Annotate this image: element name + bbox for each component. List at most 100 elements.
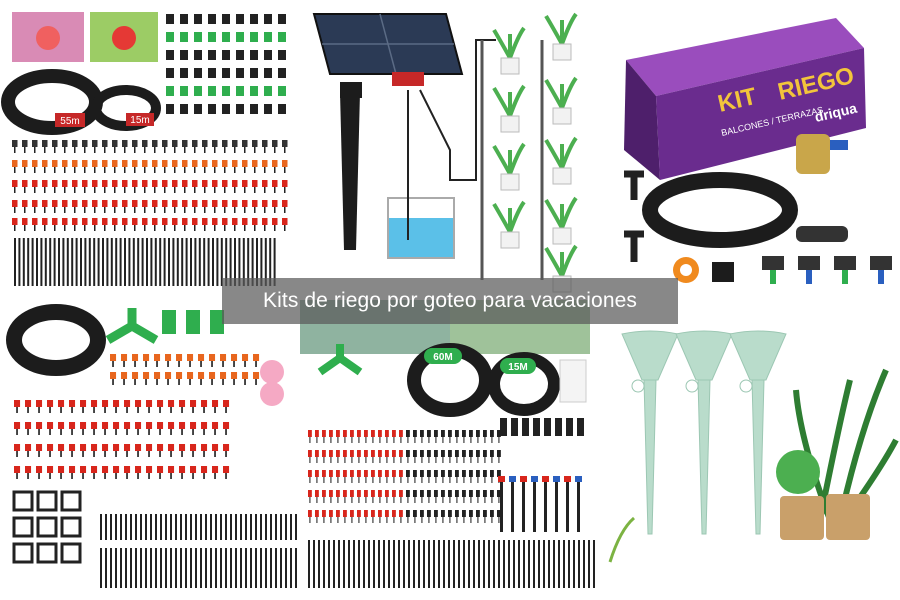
dripper-orange-stem: [123, 361, 125, 367]
tee-connector-head: [420, 450, 424, 457]
tee-connector-stem: [477, 457, 479, 463]
dripper-red-stem: [84, 207, 86, 213]
dripper-red-stem: [115, 473, 117, 479]
dripper-orange-stem: [233, 361, 235, 367]
drip-stake: [368, 540, 370, 588]
tee-connector-stem: [254, 147, 256, 153]
dripper-red-head: [92, 180, 98, 187]
dripper-orange-stem: [145, 361, 147, 367]
product-panel-drip-kit-1[interactable]: 55m 15m: [0, 0, 300, 300]
tee-connector-stem: [449, 477, 451, 483]
tee-connector-head: [172, 140, 178, 147]
drip-stake: [120, 548, 122, 588]
product-panel-watering-spikes[interactable]: [600, 300, 900, 600]
drip-stake: [58, 238, 60, 286]
drip-stake: [498, 540, 500, 588]
tee-connector-stem: [491, 517, 493, 523]
drip-stake: [185, 238, 188, 286]
dripper-red-stem: [386, 497, 388, 503]
tee-connector-stem: [104, 147, 106, 153]
dripper-orange-stem: [200, 379, 202, 385]
product-panel-kit-riego-box[interactable]: KIT RIEGO BALCONES / TERRAZAS driqua: [600, 0, 900, 300]
dripper-red-head: [350, 450, 354, 457]
dripper-orange-head: [72, 160, 78, 167]
tee-connector-stem: [463, 437, 465, 443]
dripper-orange-head: [172, 160, 178, 167]
tee-connector-stem: [442, 497, 444, 503]
white-pot: [552, 43, 572, 61]
fitting: [208, 104, 216, 114]
tee-connector-head: [32, 140, 38, 147]
product-panel-solar-irrigation[interactable]: [300, 0, 600, 300]
dripper-red-head: [192, 200, 198, 207]
tee-connector-stem: [174, 147, 176, 153]
dripper-red-stem: [148, 451, 150, 457]
dripper-red-head: [252, 218, 258, 225]
tee-connector-head: [448, 470, 452, 477]
tee-connector-head: [455, 470, 459, 477]
dripper-red-head: [329, 490, 333, 497]
dripper-orange-stem: [74, 167, 76, 173]
dripper-red-head: [308, 450, 312, 457]
tee-connector-stem: [44, 147, 46, 153]
tee-connector-head: [22, 140, 28, 147]
drip-stake: [190, 238, 192, 286]
drip-stake: [185, 548, 187, 588]
tee-connector-head: [52, 140, 58, 147]
tee-connector-head: [420, 510, 424, 517]
fitting: [264, 104, 272, 114]
dripper-red-stem: [344, 477, 346, 483]
dripper-red-stem: [154, 207, 156, 213]
tee-connector-stem: [284, 147, 286, 153]
drip-stake: [18, 238, 21, 286]
flow-control-dial: [631, 379, 645, 393]
drip-stake: [135, 548, 137, 588]
fitting: [250, 32, 258, 42]
drip-stake: [568, 540, 570, 588]
drip-stake: [518, 540, 520, 588]
dripper-red-head: [52, 218, 58, 225]
dripper-red-head: [168, 422, 175, 429]
dripper-red-stem: [38, 429, 40, 435]
dripper-red-stem: [82, 407, 84, 413]
product-panel-drip-kit-3[interactable]: 60M 15M: [300, 300, 600, 600]
dripper-red-stem: [74, 225, 76, 231]
tee-connector-head: [462, 450, 466, 457]
dripper-orange-head: [253, 354, 260, 361]
fitting: [278, 68, 286, 78]
dripper-red-head: [168, 444, 175, 451]
dripper-red-stem: [144, 225, 146, 231]
tee-connector-head: [112, 140, 118, 147]
drip-stake: [270, 514, 272, 540]
tee-connector-stem: [435, 497, 437, 503]
irrigation-tubing: [407, 39, 496, 240]
brass-tap-connector: [796, 134, 830, 174]
product-panel-drip-kit-2[interactable]: [0, 300, 300, 600]
tee-connector-stem: [456, 517, 458, 523]
tee-connector-head: [441, 490, 445, 497]
dripper-red-stem: [16, 407, 18, 413]
drip-stake: [159, 238, 162, 286]
dripper-orange-head: [122, 160, 128, 167]
dripper-red-stem: [393, 497, 395, 503]
dripper-red-stem: [14, 207, 16, 213]
dripper-red-head: [222, 218, 228, 225]
drip-stake: [578, 540, 580, 588]
dripper-spike-head: [520, 476, 527, 482]
dripper-red-head: [392, 510, 396, 517]
tee-connector-stem: [470, 457, 472, 463]
instruction-card: [559, 359, 587, 403]
dripper-red-head: [102, 466, 109, 473]
dripper-red-stem: [309, 477, 311, 483]
dripper-red-head: [12, 218, 18, 225]
adjustable-dripper-tip: [878, 270, 884, 284]
dripper-red-stem: [181, 429, 183, 435]
dripper-red-stem: [38, 407, 40, 413]
tee-connector-stem: [114, 147, 116, 153]
dripper-red-head: [179, 422, 186, 429]
dripper-red-head: [378, 450, 382, 457]
tee-connector-head: [497, 470, 501, 477]
dripper-red-stem: [344, 497, 346, 503]
dripper-red-stem: [372, 497, 374, 503]
tee-connector-stem: [274, 147, 276, 153]
